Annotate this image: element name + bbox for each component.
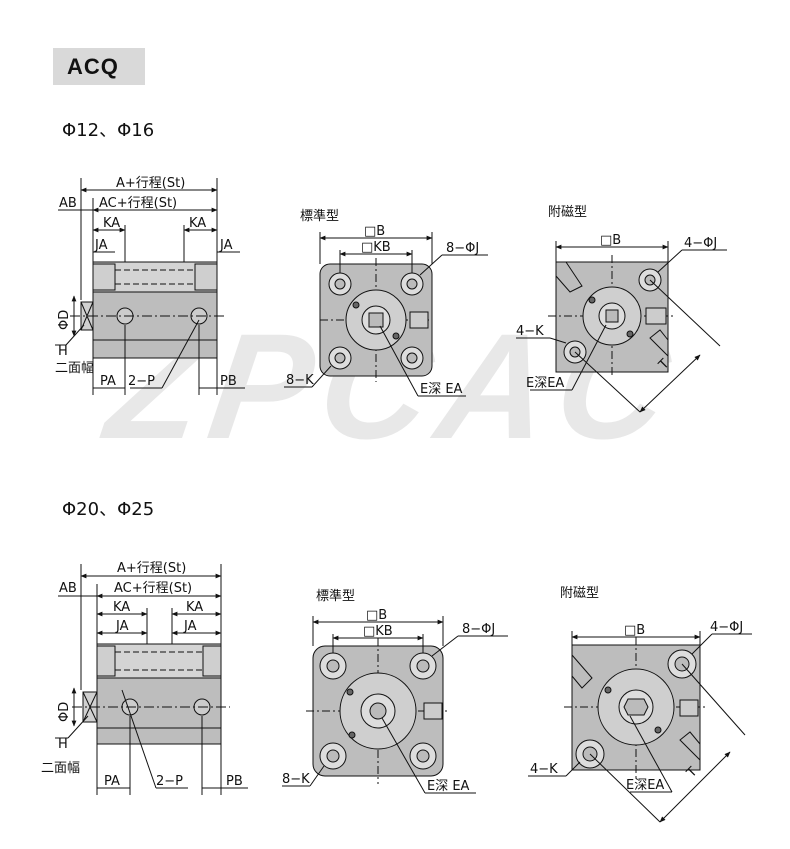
label-ja-left-s2: JA	[115, 619, 129, 634]
label-kb-s2: □KB	[363, 624, 393, 639]
label-phi-d-s2: ΦD	[57, 702, 72, 722]
model-badge: ACQ	[53, 48, 145, 85]
label-pa-s1: PA	[100, 374, 116, 389]
label-ab-s2: AB	[59, 581, 77, 596]
standard-front-large	[282, 616, 508, 794]
label-h-s1: H	[58, 344, 68, 359]
label-two-flats-s2: 二面幅	[41, 761, 80, 776]
label-pb-s1: PB	[220, 374, 237, 389]
standard-front-small	[284, 232, 488, 397]
label-pa-s2: PA	[104, 774, 120, 789]
label-ka-right-s2: KA	[186, 600, 203, 615]
label-e-depth-mag-s1: E深EA	[526, 376, 564, 391]
label-h-s2: H	[58, 737, 68, 752]
label-8-k-s2: 8−K	[282, 772, 310, 787]
label-a-stroke-s1: A+行程(St)	[116, 176, 185, 191]
label-4-phi-j-s2: 4−ΦJ	[710, 620, 743, 635]
label-ab-s1: AB	[59, 196, 77, 211]
label-ac-stroke-s1: AC+行程(St)	[99, 196, 177, 211]
section-title-small: Φ12、Φ16	[62, 120, 155, 141]
label-b-mag-s1: □B	[600, 233, 621, 248]
label-e-depth-std-s1: E深 EA	[420, 382, 463, 397]
model-label: ACQ	[67, 54, 119, 79]
label-ka-left-s1: KA	[103, 216, 120, 231]
side-view-large	[55, 564, 248, 795]
label-magnetic-type-s1: 附磁型	[548, 205, 587, 220]
label-b-std-s1: □B	[364, 224, 385, 239]
label-ac-stroke-s2: AC+行程(St)	[114, 581, 192, 596]
label-ja-left-s1: JA	[94, 238, 108, 253]
side-view-small	[55, 178, 245, 395]
label-e-depth-std-s2: E深 EA	[427, 779, 470, 794]
label-e-depth-mag-s2: E深EA	[626, 778, 664, 793]
label-kb-s1: □KB	[361, 240, 391, 255]
magnetic-front-large	[528, 631, 752, 823]
label-ja-right-s2: JA	[183, 619, 197, 634]
label-a-stroke-s2: A+行程(St)	[117, 561, 186, 576]
label-b-std-s2: □B	[366, 608, 387, 623]
label-8-phi-j-s2: 8−ΦJ	[462, 622, 495, 637]
section-title-large: Φ20、Φ25	[62, 499, 155, 520]
label-2p-s2: 2−P	[156, 774, 183, 789]
label-2p-s1: 2−P	[128, 374, 155, 389]
label-8-phi-j-s1: 8−ΦJ	[446, 241, 479, 256]
label-standard-type-s1: 標準型	[300, 208, 339, 224]
magnetic-front-small	[516, 241, 727, 413]
label-4-phi-j-s1: 4−ΦJ	[684, 236, 717, 251]
label-ka-left-s2: KA	[113, 600, 130, 615]
label-pb-s2: PB	[226, 774, 243, 789]
label-standard-type-s2: 標準型	[316, 588, 355, 604]
label-ja-right-s1: JA	[219, 238, 233, 253]
label-4-k-s2: 4−K	[530, 762, 558, 777]
label-4-k-s1: 4−K	[516, 324, 544, 339]
label-two-flats-s1: 二面幅	[55, 361, 94, 376]
label-ka-right-s1: KA	[189, 216, 206, 231]
label-phi-d-s1: ΦD	[57, 310, 72, 330]
label-b-mag-s2: □B	[624, 623, 645, 638]
label-8-k-s1: 8−K	[286, 373, 314, 388]
label-magnetic-type-s2: 附磁型	[560, 586, 599, 601]
